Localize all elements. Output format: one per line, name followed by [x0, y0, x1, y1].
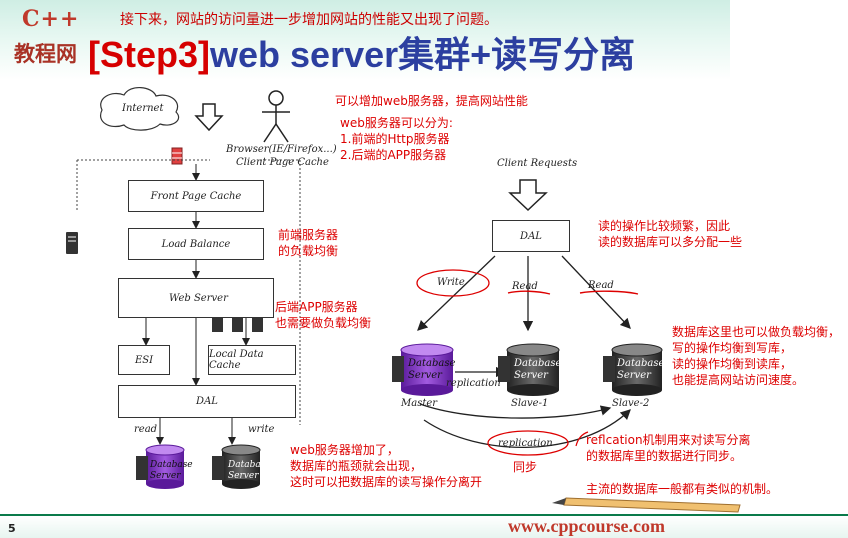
esi-box: ESI	[118, 345, 170, 375]
read-label-right-1: Read	[512, 281, 538, 292]
note-replication-1: reflcation机制用来对读写分离	[586, 433, 751, 447]
down-arrow-icon	[194, 103, 224, 132]
server-tower-icon	[66, 232, 78, 254]
note-mainstream-db: 主流的数据库一般都有类似的机制。	[586, 482, 779, 496]
front-page-cache-box: Front Page Cache	[128, 180, 264, 212]
note-db-lb-3: 读的操作均衡到读库，	[672, 357, 793, 371]
title-rest: web server集群+读写分离	[210, 34, 636, 75]
page-number: 5	[8, 522, 16, 535]
note-db-lb-2: 写的操作均衡到写库，	[672, 341, 793, 355]
browser-label: Browser(IE/Firefox...)	[226, 144, 337, 155]
internet-cloud-icon	[100, 87, 180, 131]
write-label-left: write	[248, 424, 275, 435]
note-app-lb-1: 后端APP服务器	[275, 300, 358, 314]
header-band	[0, 0, 730, 80]
note-db-lb-1: 数据库这里也可以做负载均衡，	[672, 325, 841, 339]
database-slave1-icon	[498, 343, 560, 396]
footer-url: www.cppcourse.com	[508, 516, 665, 536]
master-label: Master	[401, 398, 438, 409]
note-read-frequent-2: 读的数据库可以多分配一些	[598, 235, 743, 249]
load-balance-box: Load Balance	[128, 228, 264, 260]
replication-inline-label: replication	[446, 378, 501, 389]
note-bottleneck-1: web服务器增加了，	[290, 443, 399, 457]
read-label-right-2: Read	[588, 280, 614, 291]
logo-bottom: 教程网	[14, 41, 77, 66]
client-requests-label: Client Requests	[497, 158, 578, 169]
logo-top: C++	[22, 6, 80, 32]
footer-band	[0, 516, 848, 538]
note-web-server-type-1: 1.前端的Http服务器	[340, 132, 450, 146]
note-bottleneck-3: 这时可以把数据库的读写操作分离开	[290, 475, 483, 489]
note-replication-2: 的数据库里的数据进行同步。	[586, 449, 743, 463]
db-label-slave1: Database Server	[514, 358, 562, 381]
database-dark-icon	[212, 444, 261, 489]
note-front-lb-1: 前端服务器	[278, 228, 339, 242]
footer-divider	[0, 514, 848, 516]
note-web-server-types-heading: web服务器可以分为:	[340, 116, 453, 130]
note-front-lb-2: 的负载均衡	[278, 244, 339, 258]
pencil-icon	[552, 497, 741, 513]
replication-bottom-label: replication	[498, 438, 553, 449]
note-read-frequent-1: 读的操作比较频繁，因此	[598, 219, 731, 233]
database-purple-icon	[136, 444, 185, 489]
database-slave2-icon	[603, 343, 663, 396]
db-label-left-1: Database Server	[150, 460, 193, 481]
client-cache-label: Client Page Cache	[236, 157, 329, 168]
down-arrow-icon	[508, 179, 548, 212]
note-web-server-type-2: 2.后端的APP服务器	[340, 148, 447, 162]
note-sync: 同步	[513, 460, 538, 474]
local-data-cache-box: Local Data Cache	[208, 345, 296, 375]
dal-box-left: DAL	[118, 385, 296, 418]
note-db-lb-4: 也能提高网站访问速度。	[672, 373, 805, 387]
slave2-label: Slave-2	[612, 398, 650, 409]
note-add-web-servers: 可以增加web服务器，提高网站性能	[335, 94, 528, 108]
slave1-label: Slave-1	[511, 398, 549, 409]
internet-label: Internet	[122, 103, 164, 114]
db-label-slave2: Database Server	[617, 358, 665, 381]
page-title: [Step3]web server集群+读写分离	[88, 26, 635, 78]
dal-box-right: DAL	[492, 220, 570, 252]
title-bracket: [Step3]	[88, 34, 211, 75]
user-figure-icon	[262, 90, 290, 143]
note-bottleneck-2: 数据库的瓶颈就会出现，	[290, 459, 423, 473]
db-label-left-2: Database Server	[228, 460, 271, 481]
note-app-lb-2: 也需要做负载均衡	[275, 316, 372, 330]
database-master-icon	[392, 343, 454, 396]
firewall-icon	[171, 147, 183, 165]
subtitle: 接下来，网站的访问量进一步增加网站的性能又出现了问题。	[120, 12, 498, 28]
read-label-left: read	[134, 424, 158, 435]
write-label-right: Write	[437, 277, 465, 288]
db-label-master: Database Server	[408, 358, 456, 381]
web-server-box: Web Server	[118, 278, 274, 318]
